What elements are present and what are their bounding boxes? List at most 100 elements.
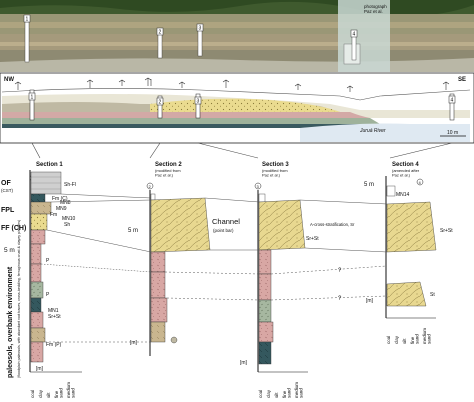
environment-sublabel: (floodplain paleosols, with abundant roo…: [17, 220, 21, 378]
section-1-title: Section 1: [36, 162, 63, 168]
section-4-title: Section 4: [392, 162, 419, 168]
section-2-marker: 2: [146, 182, 154, 190]
label-of: OF: [1, 180, 11, 187]
scale-m-2: [m]: [130, 340, 138, 346]
grain-axis-3: coal clay silt finesand mediumsand: [258, 371, 308, 398]
svg-text:4: 4: [353, 32, 356, 38]
svg-text:2: 2: [159, 100, 162, 106]
svg-text:2: 2: [159, 30, 162, 36]
se-label: SE: [458, 77, 466, 83]
cross-strat-label: A-cross-stratification, Sr: [310, 222, 355, 227]
svg-text:silt: silt: [402, 338, 407, 344]
scale-10m: 10 m: [447, 130, 458, 136]
scale-m-4: [m]: [366, 298, 374, 304]
environment-label: paleosols, overbank environment: [7, 266, 14, 378]
left-labels: OF (CST) FPL FF (CH) 5 m paleosols, over…: [1, 180, 26, 378]
scale-m-3: [m]: [240, 360, 248, 366]
section-2-title: Section 2: [155, 162, 182, 168]
xs-marker-4: 4: [448, 93, 456, 121]
label-fpl: FPL: [1, 207, 15, 214]
svg-text:4: 4: [451, 98, 454, 104]
svg-text:3: 3: [257, 184, 260, 189]
label-cst: (CST): [1, 188, 13, 193]
svg-text:3: 3: [197, 99, 200, 105]
facies-srst-4: Sr+St: [440, 228, 453, 234]
label-5m-left: 5 m: [4, 247, 15, 254]
section-3-marker: 3: [254, 182, 262, 190]
svg-text:clay: clay: [38, 389, 43, 398]
grain-axis-4: coal clay silt finesand mediumsand: [386, 317, 436, 344]
scale-m-1: [m]: [36, 366, 44, 372]
svg-text:coal: coal: [386, 336, 391, 344]
svg-text:clay: clay: [266, 389, 271, 398]
section-4-channel-sand: [386, 201, 437, 253]
svg-text:mediumsand: mediumsand: [66, 382, 76, 398]
connector-lines: [31, 142, 453, 159]
facies-p-2: P: [46, 292, 50, 298]
sample-mn1: MN1: [48, 308, 59, 314]
svg-text:4: 4: [419, 180, 422, 185]
facies-p-1: P: [46, 258, 50, 264]
photo-section-4: 4: [350, 29, 358, 61]
svg-text:silt: silt: [274, 392, 279, 398]
river-water: [300, 123, 470, 142]
facies-srst-3: Sr+St: [306, 236, 319, 242]
facies-fm: Fm: [50, 212, 57, 218]
question-mark-1: ?: [338, 268, 342, 274]
scale-5m-2: 5 m: [128, 228, 138, 234]
sample-mn10: MN10: [62, 216, 76, 222]
xs-marker-1: 1: [28, 89, 36, 121]
sample-mn14: MN14: [396, 192, 410, 198]
facies-st-4: St: [430, 292, 435, 298]
scale-5m-4: 5 m: [364, 182, 374, 188]
section-4-marker: 4: [416, 178, 424, 186]
xs-marker-3: 3: [194, 93, 202, 119]
facies-sh-fl: Sh-Fl: [64, 182, 76, 188]
photo-section-1: 1: [23, 14, 31, 63]
photo-section-2: 2: [156, 27, 164, 59]
section-3-title: Section 3: [262, 162, 289, 168]
channel-label: Channel: [212, 217, 240, 226]
svg-text:3: 3: [199, 26, 202, 32]
svg-text:coal: coal: [30, 390, 35, 398]
xs-marker-2: 2: [156, 95, 164, 119]
svg-text:coal: coal: [258, 390, 263, 398]
sample-mn8: MN8: [60, 200, 71, 206]
svg-text:silt: silt: [46, 392, 51, 398]
facies-sh: Sh: [64, 222, 70, 228]
svg-text:finesand: finesand: [54, 388, 64, 398]
section-1: Section 1 1 Sh-Fl Fm (C) Fm Sh P P Fm (P…: [29, 162, 82, 398]
correlation-lines: [40, 193, 388, 343]
river-label: Juruá River: [359, 128, 386, 134]
cross-section-panel: NW SE Juruá River 10 m: [0, 72, 474, 144]
facies-srst-1: Sr+St: [48, 314, 61, 320]
tree-glyphs: [14, 77, 450, 92]
sample-mn9: MN9: [56, 206, 67, 212]
grain-axis-1: coal clay silt finesand mediumsand: [30, 371, 82, 398]
svg-text:mediumsand: mediumsand: [422, 328, 432, 344]
label-ff-ch: FF (CH): [1, 225, 26, 232]
svg-text:finesand: finesand: [282, 388, 292, 398]
question-mark-2: ?: [338, 296, 342, 302]
section-3-channel-sand: [258, 199, 306, 251]
svg-text:finesand: finesand: [410, 334, 420, 344]
svg-text:1: 1: [26, 17, 29, 23]
svg-text:1: 1: [31, 95, 34, 101]
svg-text:mediumsand: mediumsand: [294, 382, 304, 398]
section-2-channel-sand: [150, 197, 211, 253]
svg-text:2: 2: [149, 184, 152, 189]
channel-sublabel: (point bar): [213, 228, 234, 233]
nw-label: NW: [4, 77, 14, 83]
facies-fm-p: Fm (P): [46, 342, 62, 348]
facies-fm-c: Fm (C): [52, 196, 68, 202]
photo-section-3: 3: [196, 23, 204, 57]
